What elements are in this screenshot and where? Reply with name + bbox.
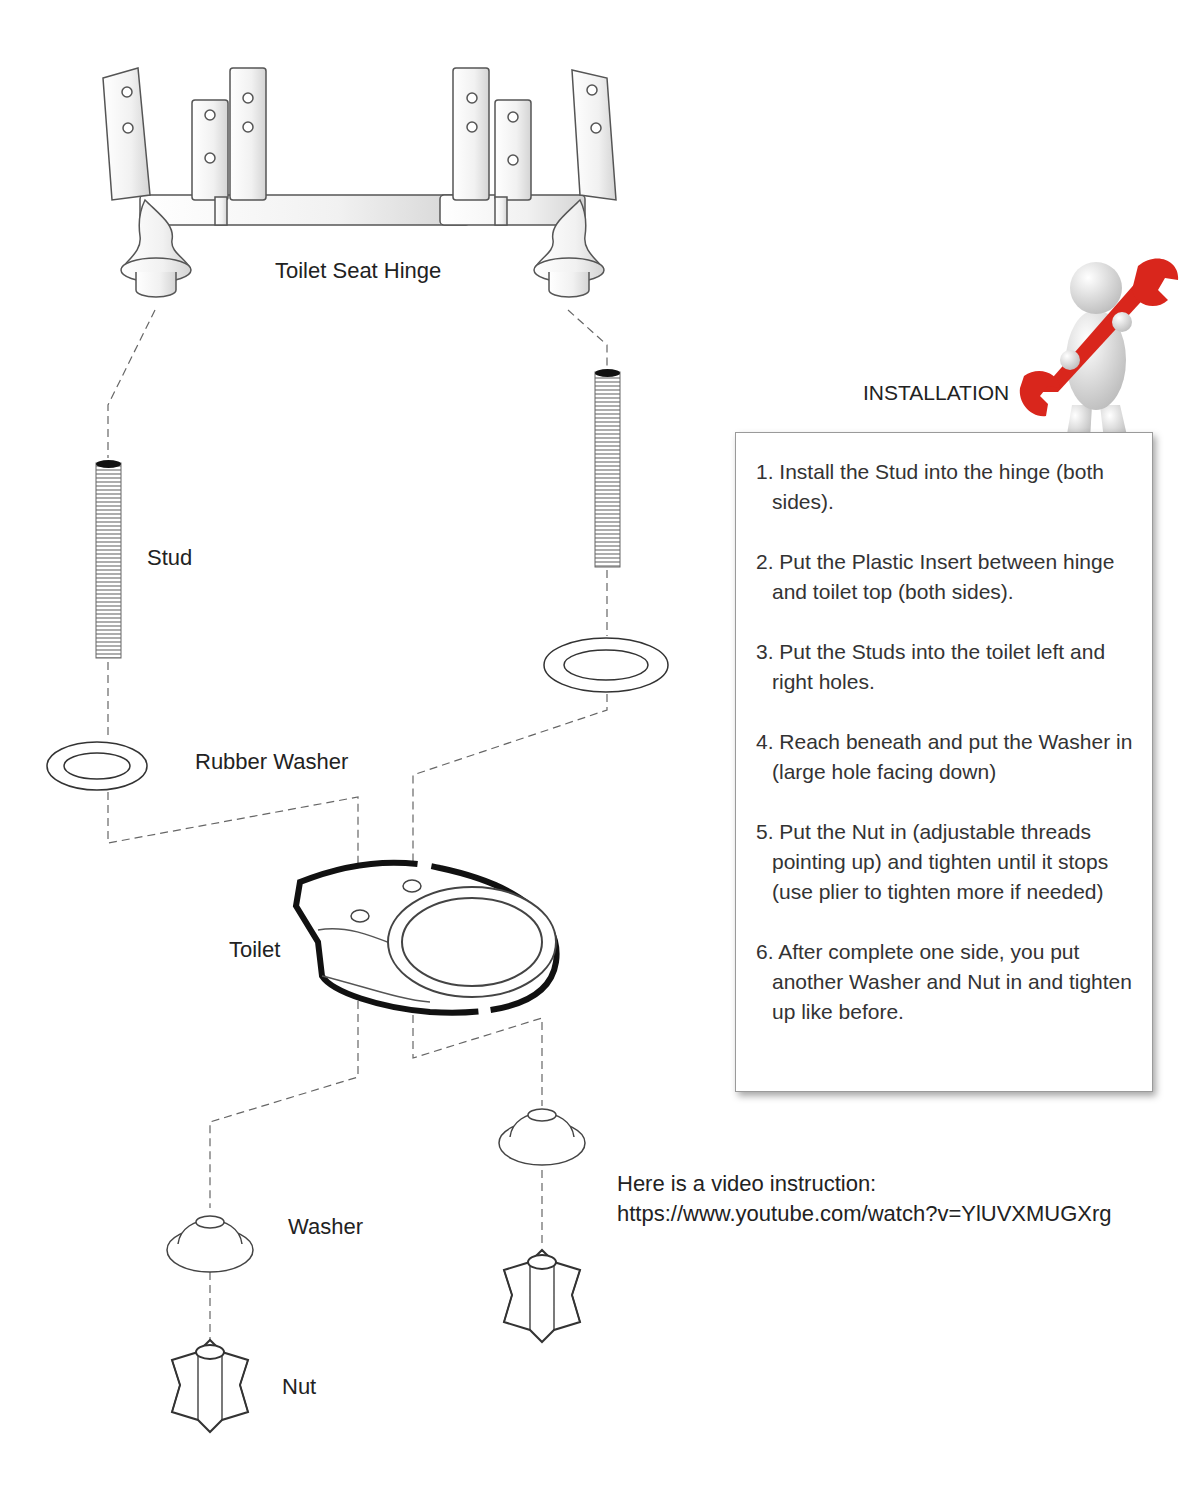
instruction-step: 4. Reach beneath and put the Washer in (… [756, 727, 1136, 787]
washer-drawing [167, 1109, 585, 1272]
instruction-step: 2. Put the Plastic Insert between hinge … [756, 547, 1136, 607]
part-label: Washer [288, 1214, 363, 1240]
instruction-step: 6. After complete one side, you put anot… [756, 937, 1136, 1027]
part-label: Rubber Washer [195, 749, 348, 775]
note-text: https://www.youtube.com/watch?v=YlUVXMUG… [617, 1201, 1112, 1227]
part-label: Toilet [229, 937, 280, 963]
note-text: Here is a video instruction: [617, 1171, 876, 1197]
part-label: Nut [282, 1374, 316, 1400]
section-heading: INSTALLATION [863, 381, 1009, 405]
toilet-drawing [296, 863, 557, 1013]
instruction-step: 3. Put the Studs into the toilet left an… [756, 637, 1136, 697]
instruction-step: 1. Install the Stud into the hinge (both… [756, 457, 1136, 517]
rubber-washer-drawing [47, 638, 668, 790]
part-label: Toilet Seat Hinge [275, 258, 441, 284]
stud-drawing [96, 369, 620, 658]
nut-drawing [172, 1250, 580, 1432]
hinge-drawing [103, 68, 616, 297]
guide-lines [108, 310, 607, 1340]
part-label: Stud [147, 545, 192, 571]
wrench-figure [1020, 259, 1178, 440]
instruction-step: 5. Put the Nut in (adjustable threads po… [756, 817, 1136, 907]
instruction-box: INSTALLATION1. Install the Stud into the… [735, 432, 1153, 1092]
